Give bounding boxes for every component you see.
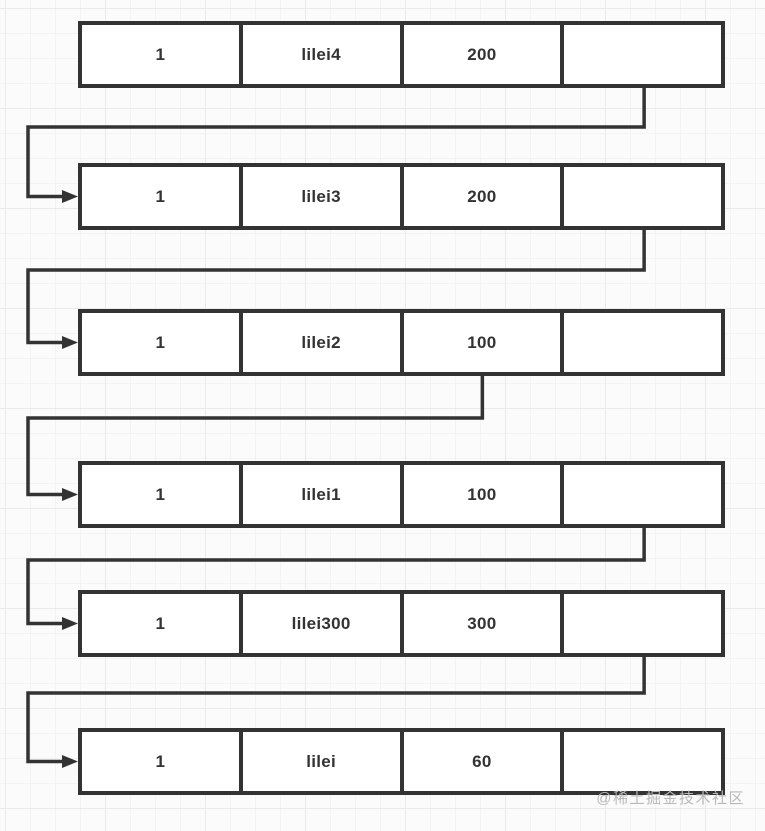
node-cell-next-pointer	[564, 594, 721, 653]
watermark: @稀土掘金技术社区	[596, 790, 745, 807]
node-cell-next-pointer	[564, 313, 721, 372]
list-node-row: 1 lilei 60	[78, 728, 725, 795]
list-node-row: 1 lilei300 300	[78, 590, 725, 657]
node-cell-next-pointer	[564, 167, 721, 226]
node-cell-value: 100	[404, 313, 565, 372]
node-cell-value: 300	[404, 594, 565, 653]
node-cell-flag: 1	[82, 594, 243, 653]
node-cell-name: lilei4	[243, 25, 404, 84]
node-cell-flag: 1	[82, 732, 243, 791]
node-cell-next-pointer	[564, 732, 721, 791]
arrowhead-icon	[62, 488, 78, 501]
node-cell-value: 100	[404, 465, 565, 524]
arrowhead-icon	[62, 336, 78, 349]
node-cell-name: lilei1	[243, 465, 404, 524]
list-node-row: 1 lilei4 200	[78, 21, 725, 88]
node-cell-flag: 1	[82, 167, 243, 226]
node-cell-name: lilei2	[243, 313, 404, 372]
node-cell-value: 60	[404, 732, 565, 791]
arrowhead-icon	[62, 617, 78, 630]
node-cell-name: lilei	[243, 732, 404, 791]
node-cell-name: lilei300	[243, 594, 404, 653]
node-cell-flag: 1	[82, 25, 243, 84]
list-node-row: 1 lilei3 200	[78, 163, 725, 230]
node-cell-next-pointer	[564, 465, 721, 524]
list-node-row: 1 lilei1 100	[78, 461, 725, 528]
node-cell-next-pointer	[564, 25, 721, 84]
node-cell-flag: 1	[82, 465, 243, 524]
node-cell-name: lilei3	[243, 167, 404, 226]
arrowhead-icon	[62, 190, 78, 203]
node-cell-flag: 1	[82, 313, 243, 372]
node-cell-value: 200	[404, 167, 565, 226]
list-node-row: 1 lilei2 100	[78, 309, 725, 376]
node-cell-value: 200	[404, 25, 565, 84]
arrowhead-icon	[62, 755, 78, 768]
